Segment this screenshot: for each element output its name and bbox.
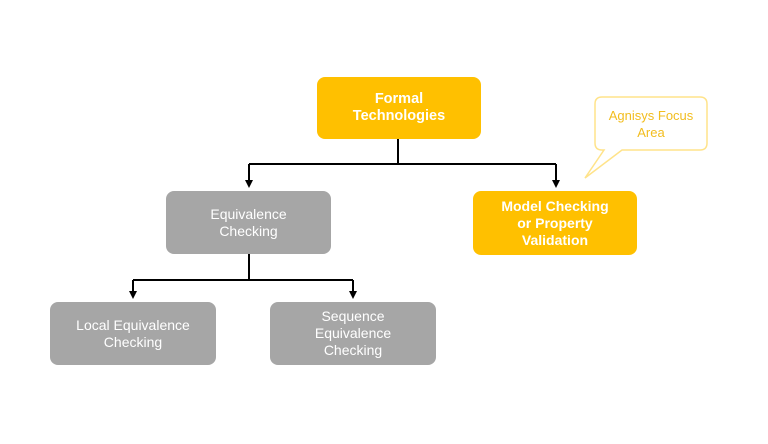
- node-model-checking: Model Checking or Property Validation: [473, 191, 637, 255]
- node-formal-technologies-label: Formal Technologies: [352, 91, 446, 124]
- node-model-checking-label: Model Checking or Property Validation: [501, 197, 609, 248]
- callout-label: Agnisys Focus Area: [608, 107, 694, 140]
- node-sequence-equivalence-checking: Sequence Equivalence Checking: [270, 302, 436, 365]
- callout-agnisys-focus-area: Agnisys Focus Area: [596, 99, 706, 148]
- node-equivalence-checking-label: Equivalence Checking: [210, 205, 287, 239]
- node-local-equivalence-checking: Local Equivalence Checking: [50, 302, 216, 365]
- node-formal-technologies: Formal Technologies: [317, 77, 481, 139]
- node-sequence-equivalence-checking-label: Sequence Equivalence Checking: [314, 308, 392, 358]
- callout-bubble: [584, 96, 708, 179]
- node-local-equivalence-checking-label: Local Equivalence Checking: [76, 316, 190, 350]
- node-equivalence-checking: Equivalence Checking: [166, 191, 331, 254]
